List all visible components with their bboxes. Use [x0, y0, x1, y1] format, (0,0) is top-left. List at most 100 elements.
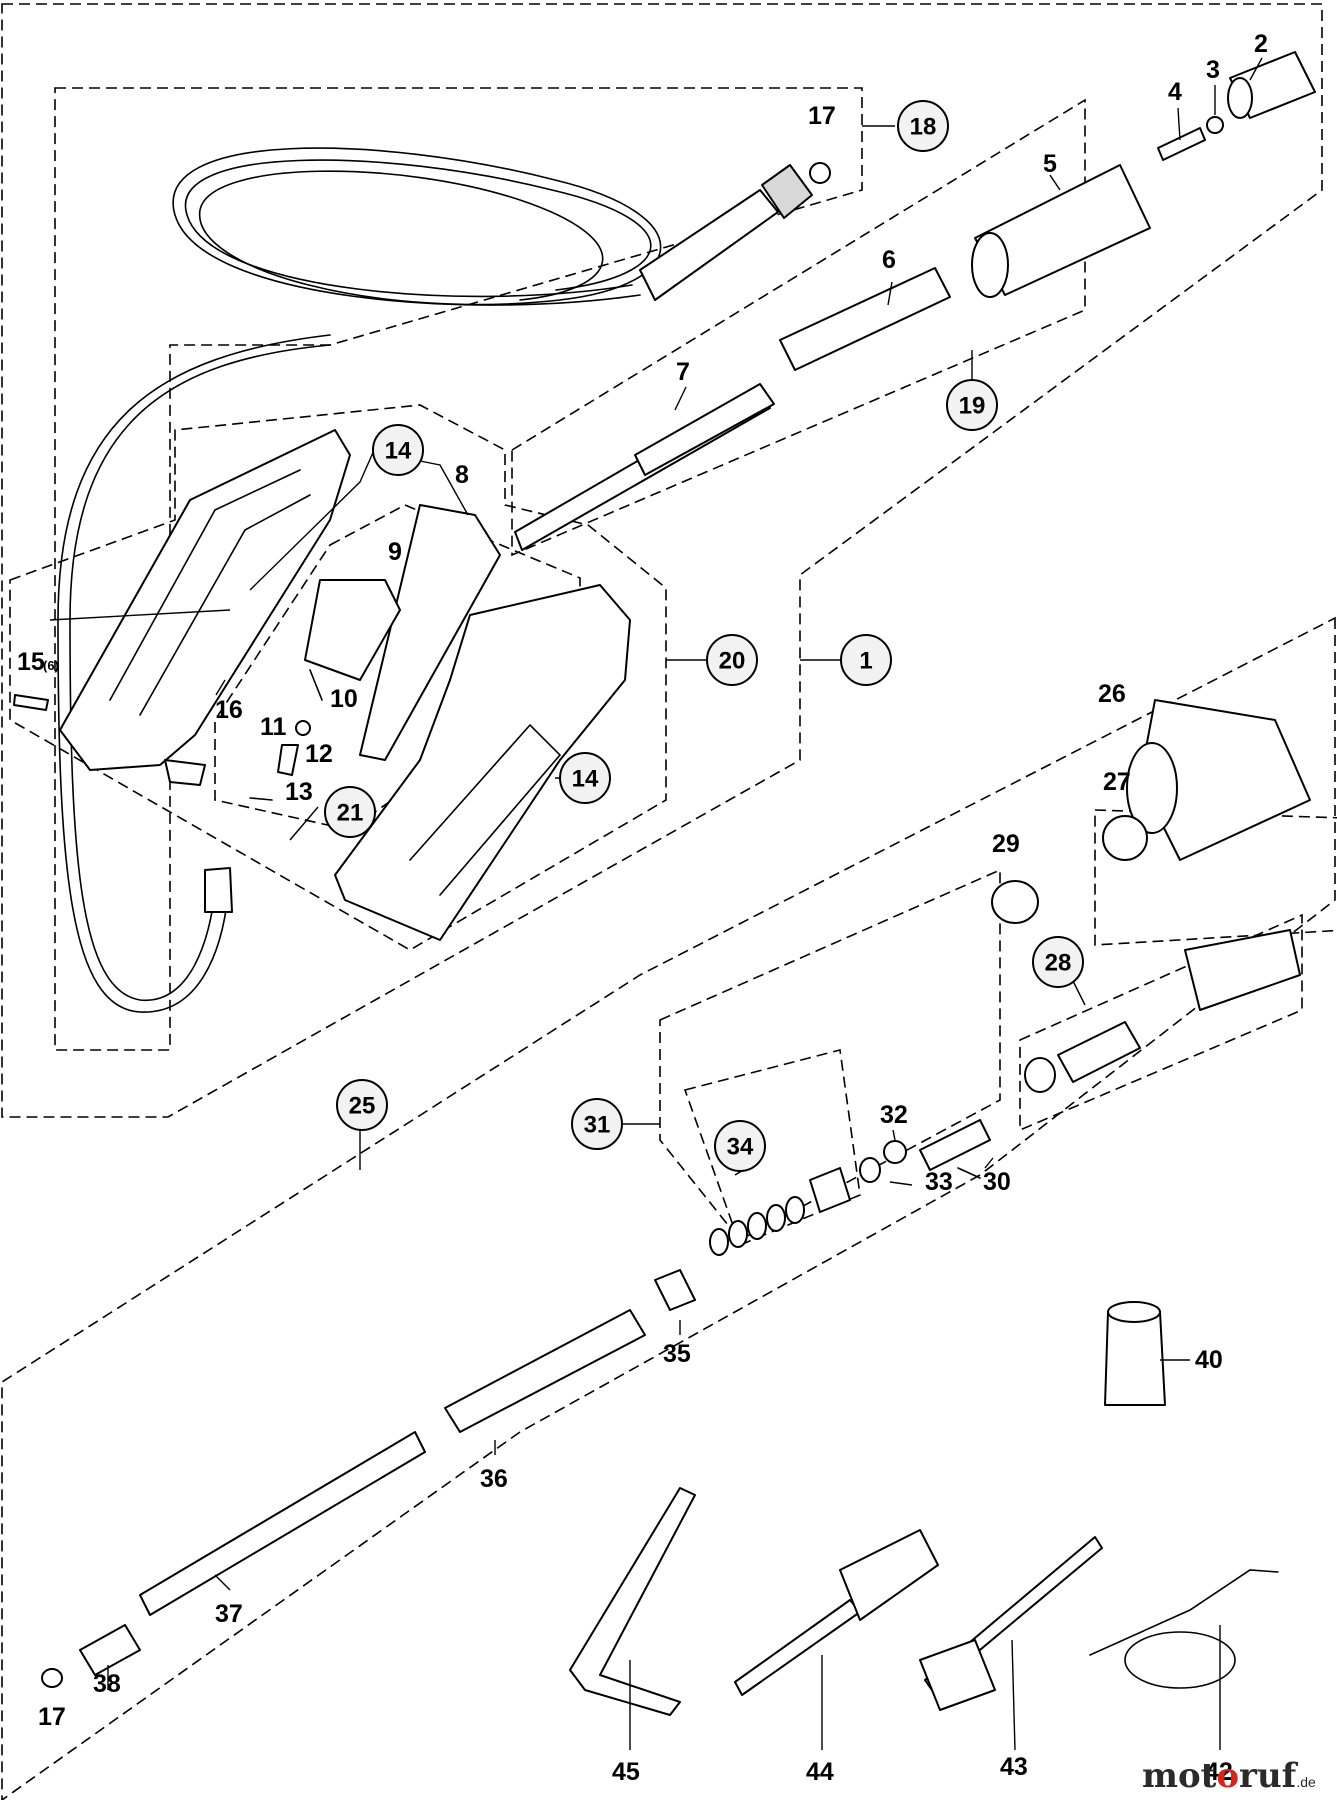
bubble-20: 20	[706, 634, 758, 686]
part-28-nozzle-body	[1184, 929, 1301, 1011]
label-26: 26	[1098, 680, 1126, 708]
part-30-pin	[957, 1167, 981, 1179]
label-38: 38	[93, 1670, 121, 1698]
label-15-quantity: (6)	[43, 658, 59, 673]
part-17-ring-top	[809, 162, 831, 184]
label-16: 16	[215, 696, 243, 724]
part-9-block	[304, 579, 401, 681]
label-3: 3	[1206, 56, 1220, 84]
label-42: 42	[1205, 1758, 1233, 1786]
lance-parts	[514, 51, 1316, 551]
label-10: 10	[330, 685, 358, 713]
svg-text:28: 28	[1045, 950, 1072, 977]
bubble-28: 28	[1032, 936, 1084, 988]
label-6: 6	[882, 246, 896, 274]
svg-text:19: 19	[959, 393, 986, 420]
label-13: 13	[285, 778, 313, 806]
hose-coil	[57, 147, 813, 1013]
label-11: 11	[260, 713, 287, 741]
svg-text:18: 18	[910, 114, 937, 141]
part-10-pin	[309, 669, 323, 701]
bubble-25: 25	[336, 1079, 388, 1131]
part-37-rod	[139, 1431, 426, 1616]
label-5: 5	[1043, 150, 1057, 178]
part-33-ring	[859, 1157, 881, 1183]
nozzle-parts	[654, 699, 1311, 1311]
bubble-21: 21	[324, 786, 376, 838]
part-29-ring	[991, 880, 1039, 924]
part-16-clip	[164, 759, 206, 786]
watermark-part-2: o	[1216, 1756, 1239, 1796]
part-40-coupling	[1104, 1311, 1166, 1406]
label-36: 36	[480, 1465, 508, 1493]
part-11-ball	[295, 720, 311, 736]
label-17-top: 17	[808, 102, 836, 130]
svg-text:20: 20	[719, 648, 746, 675]
bubble-1: 1	[840, 634, 892, 686]
part-45-hex-key	[569, 1487, 696, 1716]
accessories	[569, 1301, 1279, 1716]
part-44-screwdriver	[734, 1599, 861, 1696]
part-13-ring	[249, 797, 273, 801]
part-3-washer	[1206, 116, 1224, 134]
label-27: 27	[1103, 768, 1131, 796]
bubble-19: 19	[946, 379, 998, 431]
label-32: 32	[880, 1101, 908, 1129]
boundary-rings-34	[683, 1049, 861, 1247]
label-29: 29	[992, 830, 1020, 858]
svg-text:14: 14	[572, 766, 599, 793]
part-6-pipe	[779, 267, 951, 371]
svg-text:25: 25	[349, 1093, 376, 1120]
boundary-assembly-1	[1, 3, 1323, 1118]
label-30: 30	[983, 1168, 1011, 1196]
part-35-bushing	[654, 1269, 696, 1311]
part-12-spring	[277, 744, 299, 776]
label-2: 2	[1254, 30, 1268, 58]
boundary-assembly-25	[1, 616, 1336, 1800]
bubble-14-top: 14	[372, 424, 424, 476]
watermark-logo: motoruf.de	[1142, 1756, 1316, 1796]
watermark-part-1: mot	[1142, 1756, 1217, 1796]
handle-parts	[13, 429, 631, 941]
label-7: 7	[676, 358, 690, 386]
label-33: 33	[925, 1168, 953, 1196]
watermark-suffix: .de	[1296, 1774, 1316, 1790]
hose-fitting-top	[639, 189, 779, 301]
part-42-needle	[1089, 1569, 1279, 1656]
svg-text:31: 31	[584, 1112, 611, 1139]
label-44: 44	[806, 1758, 834, 1786]
part-27-ring	[1102, 815, 1148, 861]
part-8-trigger	[359, 504, 501, 761]
svg-text:14: 14	[385, 438, 412, 465]
label-45: 45	[612, 1758, 640, 1786]
part-17-ring-bottom	[41, 1668, 63, 1688]
svg-text:34: 34	[727, 1134, 754, 1161]
part-32-valve	[919, 1119, 991, 1171]
label-4: 4	[1168, 78, 1182, 106]
part-36-pipe	[444, 1309, 646, 1433]
hose-fitting-bottom	[204, 867, 233, 913]
assembly-bubbles: 18 19 14 20 1 14 21 28	[324, 100, 1084, 1172]
part-labels: 2 3 4 5 6 7 8 9 10 11 12 13 15 (6) 16 17…	[17, 30, 1268, 1786]
label-37: 37	[215, 1600, 243, 1628]
bubble-34: 34	[714, 1120, 766, 1172]
part-38-fitting	[79, 1624, 141, 1676]
boundary-lance-19	[511, 98, 1086, 557]
part-34-nut	[809, 1167, 851, 1213]
label-35: 35	[663, 1340, 691, 1368]
part-15-screw	[13, 694, 49, 711]
label-8: 8	[455, 461, 469, 489]
part-14-handle-half-right	[334, 584, 631, 941]
boundary-hose-18	[54, 87, 863, 1051]
part-4-spring	[1157, 127, 1206, 161]
leader-lines	[49, 57, 1263, 1751]
svg-text:1: 1	[859, 648, 872, 675]
bubble-18: 18	[897, 100, 949, 152]
watermark-part-3: ruf	[1239, 1756, 1299, 1796]
label-40: 40	[1195, 1346, 1223, 1374]
hose-nut-top	[761, 164, 813, 219]
bubble-31: 31	[571, 1098, 623, 1150]
svg-text:21: 21	[337, 800, 364, 827]
label-12: 12	[305, 740, 333, 768]
lower-lance-parts	[41, 162, 831, 1688]
